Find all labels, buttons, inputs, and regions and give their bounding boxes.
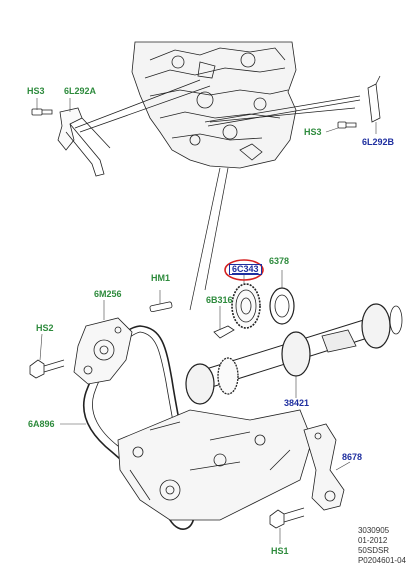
callout-hs2[interactable]: HS2 (36, 323, 54, 333)
crankshaft-38421-illustration (185, 303, 403, 405)
callout-6m256[interactable]: 6M256 (94, 289, 122, 299)
reference-id: P0204601-04 (357, 556, 406, 565)
callout-6b316[interactable]: 6B316 (206, 295, 233, 305)
bolt-hs3-left-illustration (31, 108, 53, 116)
bolt-hs3-right-illustration (337, 121, 357, 129)
bolt-hs1-illustration (269, 507, 305, 529)
callout-hs1[interactable]: HS1 (271, 546, 289, 556)
callout-6a896[interactable]: 6A896 (28, 419, 55, 429)
callout-38421[interactable]: 38421 (284, 398, 310, 408)
seal-6378-illustration (269, 287, 295, 325)
sprocket-6c343-illustration (231, 283, 261, 329)
tensioner-6m256-illustration (73, 317, 133, 385)
leader-lines (36, 98, 377, 544)
callout-hs3-left[interactable]: HS3 (27, 86, 45, 96)
lower-housing-illustration (117, 409, 313, 521)
cable-assembly-illustration (74, 75, 381, 133)
diagram-reference-block: 3030905 01-2012 50SDSR P0204601-04 (358, 526, 406, 566)
callout-hs3-right[interactable]: HS3 (304, 127, 322, 137)
callout-6l292b[interactable]: 6L292B (362, 137, 395, 147)
callout-6378[interactable]: 6378 (269, 256, 290, 266)
reference-date: 01-2012 (357, 536, 388, 545)
engine-block-illustration (131, 41, 297, 169)
callout-6l292a[interactable]: 6L292A (64, 86, 97, 96)
callout-6c343[interactable]: 6C343 (229, 264, 262, 275)
bolt-hs2-illustration (29, 359, 65, 379)
highlight-ring (224, 259, 264, 281)
callout-8678[interactable]: 8678 (342, 452, 363, 462)
reference-model: 50SDSR (357, 546, 390, 555)
bracket-6l292a-illustration (57, 107, 111, 177)
bracket-8678-illustration (303, 423, 345, 511)
callout-hm1[interactable]: HM1 (151, 273, 171, 283)
reference-code: 3030905 (357, 526, 390, 535)
key-6b316-illustration (213, 325, 235, 339)
dowel-hm1-illustration (149, 301, 173, 313)
